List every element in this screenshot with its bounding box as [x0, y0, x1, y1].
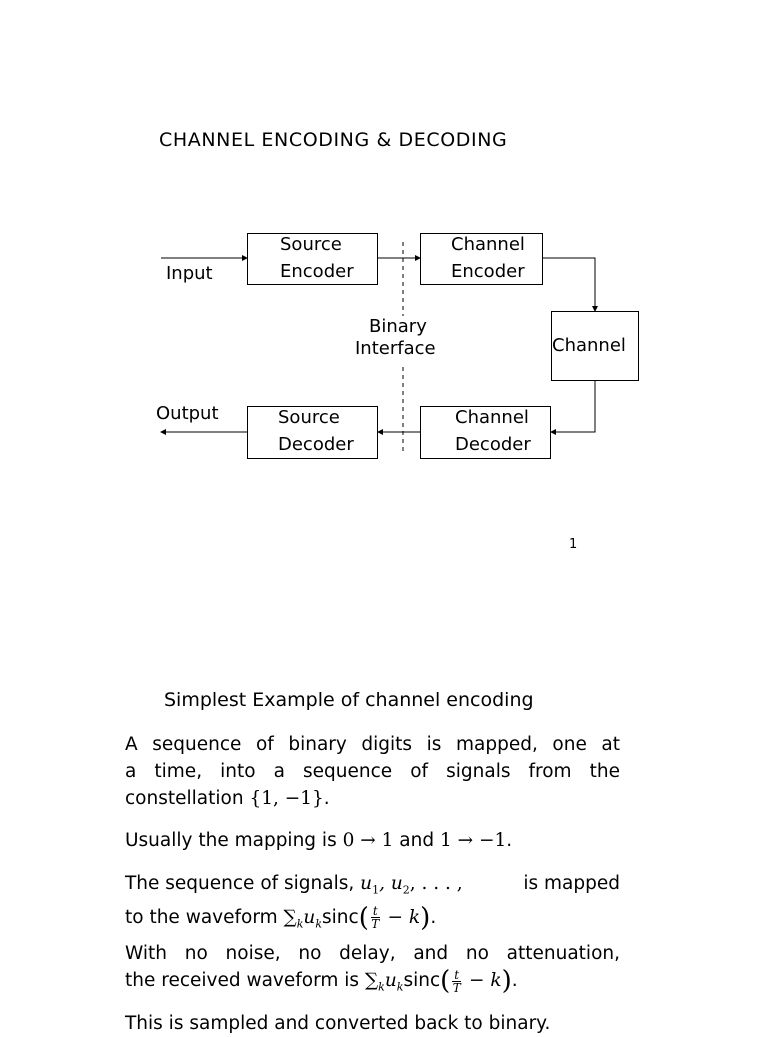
p3-frac-den: T [371, 917, 380, 932]
p3-text-2: is mapped [523, 873, 620, 894]
output-label: Output [156, 403, 219, 424]
p3-text-1: The sequence of signals, [125, 873, 361, 894]
source-decoder-label-2: Decoder [278, 434, 354, 455]
page-number: 1 [569, 537, 578, 552]
p2-line-1: Usually the mapping is 0 → 1 and 1 → −1. [125, 827, 620, 854]
paragraph-4: With no noise, no delay, and no attenuat… [125, 940, 620, 1001]
p4-frac-num: t [452, 967, 462, 982]
p2-math-2: 1 → −1 [439, 830, 507, 851]
p3-sinc: sinc [322, 906, 359, 928]
p4-end: . [511, 970, 518, 991]
p3-sub-2: 2 [402, 883, 410, 897]
p3-end: . [430, 906, 437, 928]
source-decoder-label-1: Source [278, 407, 340, 428]
p2-math-1: 0 → 1 [342, 830, 394, 851]
channel-encoder-box: Channel Encoder [420, 233, 543, 285]
channel-encoder-label-2: Encoder [451, 261, 525, 282]
p3-math-ellipsis: , . . . , [409, 873, 463, 894]
paragraph-1: A sequence of binary digits is mapped, o… [125, 731, 620, 812]
p3-u-sub: k [315, 917, 322, 931]
p4-open-paren: ( [440, 966, 451, 996]
p3-line-2-text: to the waveform [125, 906, 284, 928]
p1-constellation-math: {1, −1} [249, 788, 324, 809]
source-encoder-label-2: Encoder [280, 261, 354, 282]
channel-box: Channel [551, 311, 639, 381]
p3-minus-k: − k [381, 906, 421, 928]
p3-frac-num: t [370, 904, 380, 919]
p2-end: . [506, 830, 513, 851]
channel-decoder-label-1: Channel [455, 407, 529, 428]
p3-u: u [303, 906, 316, 928]
p3-math-u: u [360, 873, 373, 894]
channel-decoder-box: Channel Decoder [420, 406, 551, 459]
channel-encoder-label-1: Channel [451, 234, 525, 255]
p4-line-1: With no noise, no delay, and no attenuat… [125, 943, 620, 964]
p3-close-paren: ) [420, 902, 431, 933]
binary-interface-label-2: Interface [355, 338, 436, 359]
p2-text-1: Usually the mapping is [125, 830, 343, 851]
p1-line-1: A sequence of binary digits is mapped, o… [125, 734, 620, 755]
p4-sum-sub: k [378, 980, 385, 994]
p4-frac-den: T [452, 980, 461, 995]
slide-title: CHANNEL ENCODING & DECODING [159, 129, 508, 151]
input-label: Input [166, 263, 213, 284]
p3-sub-1: 1 [372, 883, 380, 897]
p4-close-paren: ) [501, 966, 512, 996]
channel-label: Channel [552, 335, 626, 356]
p1-line-3-text: constellation [125, 788, 250, 809]
binary-interface-label-1: Binary [369, 316, 427, 337]
paragraph-3: The sequence of signals, u1, u2, . . . ,… [125, 870, 620, 937]
source-encoder-box: Source Encoder [247, 233, 378, 285]
p4-sinc: sinc [403, 970, 441, 991]
p2-text-2: and [393, 830, 440, 851]
channel-decoder-label-2: Decoder [455, 434, 531, 455]
block-diagram-connectors [160, 242, 598, 452]
p3-line-1: The sequence of signals, u1, u2, . . . ,… [125, 870, 620, 904]
section-heading: Simplest Example of channel encoding [164, 689, 534, 711]
p4-sum-symbol: ∑ [364, 970, 379, 991]
p1-line-3-end: . [323, 788, 330, 809]
p3-sum-sub: k [296, 917, 304, 931]
p4-line-2-text: the received waveform is [125, 970, 365, 991]
paragraph-2: Usually the mapping is 0 → 1 and 1 → −1. [125, 827, 620, 854]
p1-line-3: constellation {1, −1}. [125, 785, 620, 812]
from-channel-arrow [550, 380, 596, 435]
source-decoder-box: Source Decoder [247, 406, 378, 459]
p4-u: u [384, 970, 397, 991]
p3-sum-symbol: ∑ [283, 906, 297, 928]
p4-u-sub: k [396, 980, 404, 994]
p1-line-2: a time, into a sequence of signals from … [125, 761, 620, 782]
to-channel-arrow [543, 257, 598, 312]
p3-math-u2: , u [379, 873, 403, 894]
p4-minus-k: − k [463, 970, 502, 991]
p3-open-paren: ( [358, 902, 369, 933]
source-encoder-label-1: Source [280, 234, 342, 255]
